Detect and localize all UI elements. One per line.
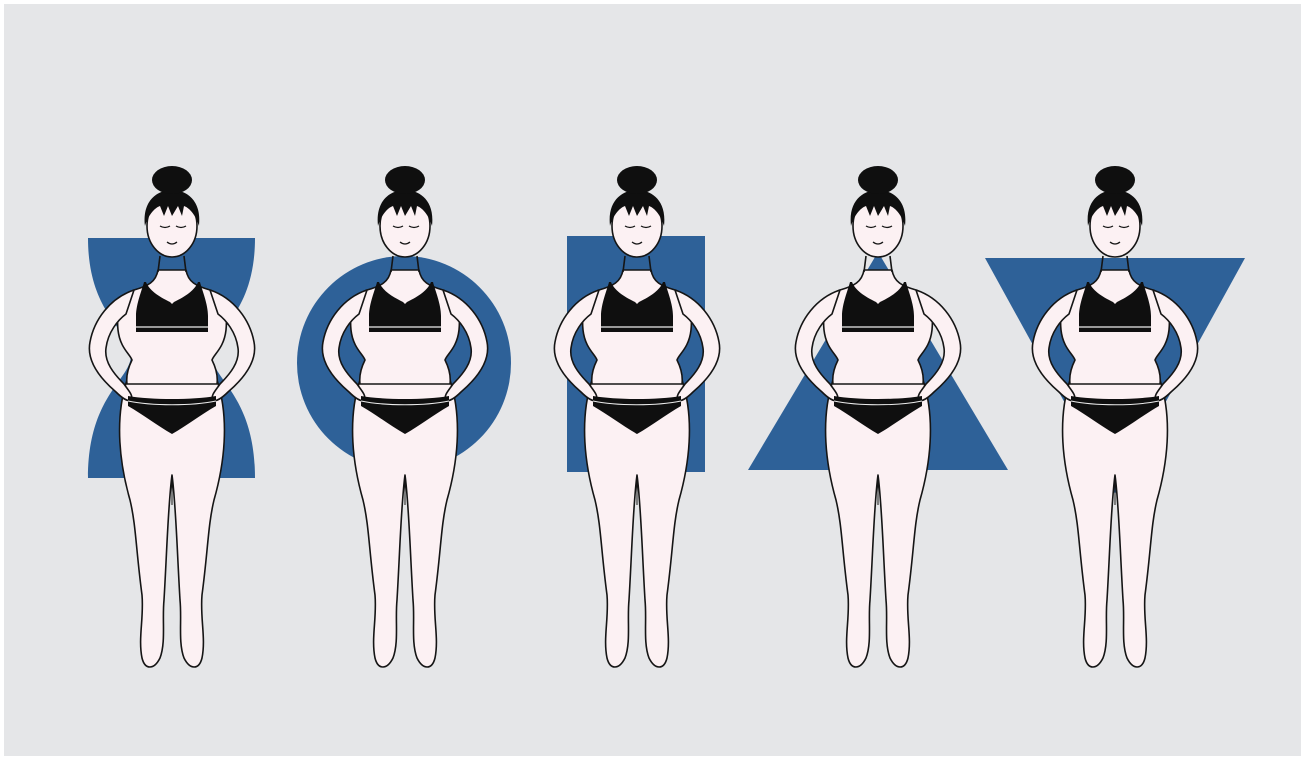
body-shapes-illustration [0,0,1305,760]
illustration-canvas [0,0,1305,760]
